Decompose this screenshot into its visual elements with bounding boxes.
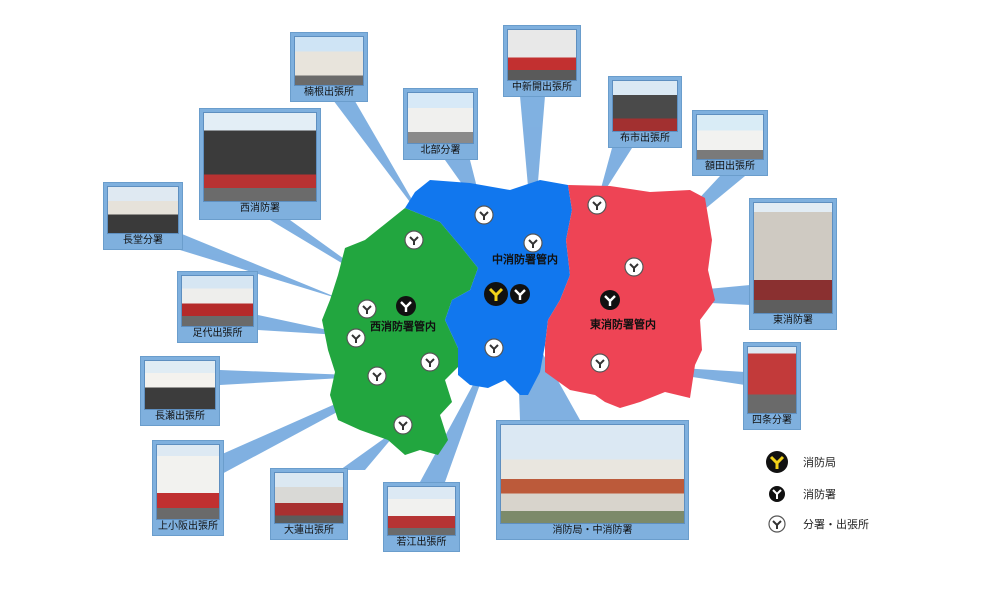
station-label: 上小阪出張所 bbox=[158, 521, 218, 532]
station-photo bbox=[387, 486, 456, 536]
station-photo bbox=[500, 424, 685, 524]
fire-bureau-marker bbox=[484, 282, 508, 306]
station-photo bbox=[612, 80, 678, 132]
callout-nukata[interactable]: 額田出張所 bbox=[692, 110, 768, 176]
fire-bureau-icon bbox=[766, 451, 788, 473]
callout-fuichi[interactable]: 布市出張所 bbox=[608, 76, 682, 148]
callout-nagase[interactable]: 長瀬出張所 bbox=[140, 356, 220, 426]
station-photo bbox=[144, 360, 216, 410]
station-label: 額田出張所 bbox=[705, 161, 755, 172]
callout-hokubu[interactable]: 北部分署 bbox=[403, 88, 478, 160]
station-photo bbox=[203, 112, 317, 202]
callout-wakae[interactable]: 若江出張所 bbox=[383, 482, 460, 552]
district-label-central: 中消防署管内 bbox=[492, 252, 558, 266]
legend-fire-station: 消防署 bbox=[765, 483, 836, 505]
district-label-east: 東消防署管内 bbox=[590, 317, 656, 331]
district-label-west: 西消防署管内 bbox=[370, 319, 436, 333]
legend-fire-bureau: 消防局 bbox=[765, 451, 836, 473]
station-label: 長堂分署 bbox=[123, 235, 163, 246]
station-photo bbox=[696, 114, 764, 160]
station-photo bbox=[274, 472, 344, 524]
district-west bbox=[322, 208, 478, 455]
station-label: 長瀬出張所 bbox=[155, 411, 205, 422]
station-photo bbox=[747, 346, 797, 414]
legend-label: 消防署 bbox=[803, 488, 836, 501]
station-photo bbox=[407, 92, 474, 144]
callout-kamikosaka[interactable]: 上小阪出張所 bbox=[152, 440, 224, 536]
station-photo bbox=[107, 186, 179, 234]
callout-nagado[interactable]: 長堂分署 bbox=[103, 182, 183, 250]
station-photo bbox=[181, 275, 254, 327]
fire-station-icon bbox=[769, 486, 785, 502]
station-label: 足代出張所 bbox=[192, 328, 243, 339]
station-label: 布市出張所 bbox=[620, 133, 670, 144]
district-east bbox=[545, 185, 715, 408]
branch-office-icon bbox=[768, 515, 786, 533]
fire-station-markers bbox=[396, 284, 620, 316]
station-photo bbox=[753, 202, 833, 314]
station-label: 消防局・中消防署 bbox=[552, 525, 633, 536]
callout-higashi[interactable]: 東消防署 bbox=[749, 198, 837, 330]
legend-label: 分署・出張所 bbox=[803, 518, 869, 531]
station-label: 東消防署 bbox=[773, 315, 813, 326]
callout-hq[interactable]: 消防局・中消防署 bbox=[496, 420, 689, 540]
station-label: 中新開出張所 bbox=[512, 82, 572, 93]
callout-shijo[interactable]: 四条分署 bbox=[743, 342, 801, 430]
station-label: 若江出張所 bbox=[396, 537, 447, 548]
station-photo bbox=[156, 444, 220, 520]
callout-nishi[interactable]: 西消防署 bbox=[199, 108, 321, 220]
station-label: 四条分署 bbox=[752, 415, 792, 426]
station-photo bbox=[507, 29, 577, 81]
legend-branch-office: 分署・出張所 bbox=[765, 513, 869, 535]
station-label: 大蓮出張所 bbox=[284, 525, 334, 536]
station-photo bbox=[294, 36, 364, 86]
station-label: 北部分署 bbox=[420, 145, 461, 156]
legend-label: 消防局 bbox=[803, 456, 836, 469]
callout-nakashinden[interactable]: 中新開出張所 bbox=[503, 25, 581, 97]
station-label: 楠根出張所 bbox=[304, 87, 354, 98]
callout-ohasu[interactable]: 大蓮出張所 bbox=[270, 468, 348, 540]
branch-office-markers bbox=[346, 195, 644, 435]
station-label: 西消防署 bbox=[240, 203, 280, 214]
callout-shimoto[interactable]: 楠根出張所 bbox=[290, 32, 368, 102]
callout-ashiro[interactable]: 足代出張所 bbox=[177, 271, 258, 343]
